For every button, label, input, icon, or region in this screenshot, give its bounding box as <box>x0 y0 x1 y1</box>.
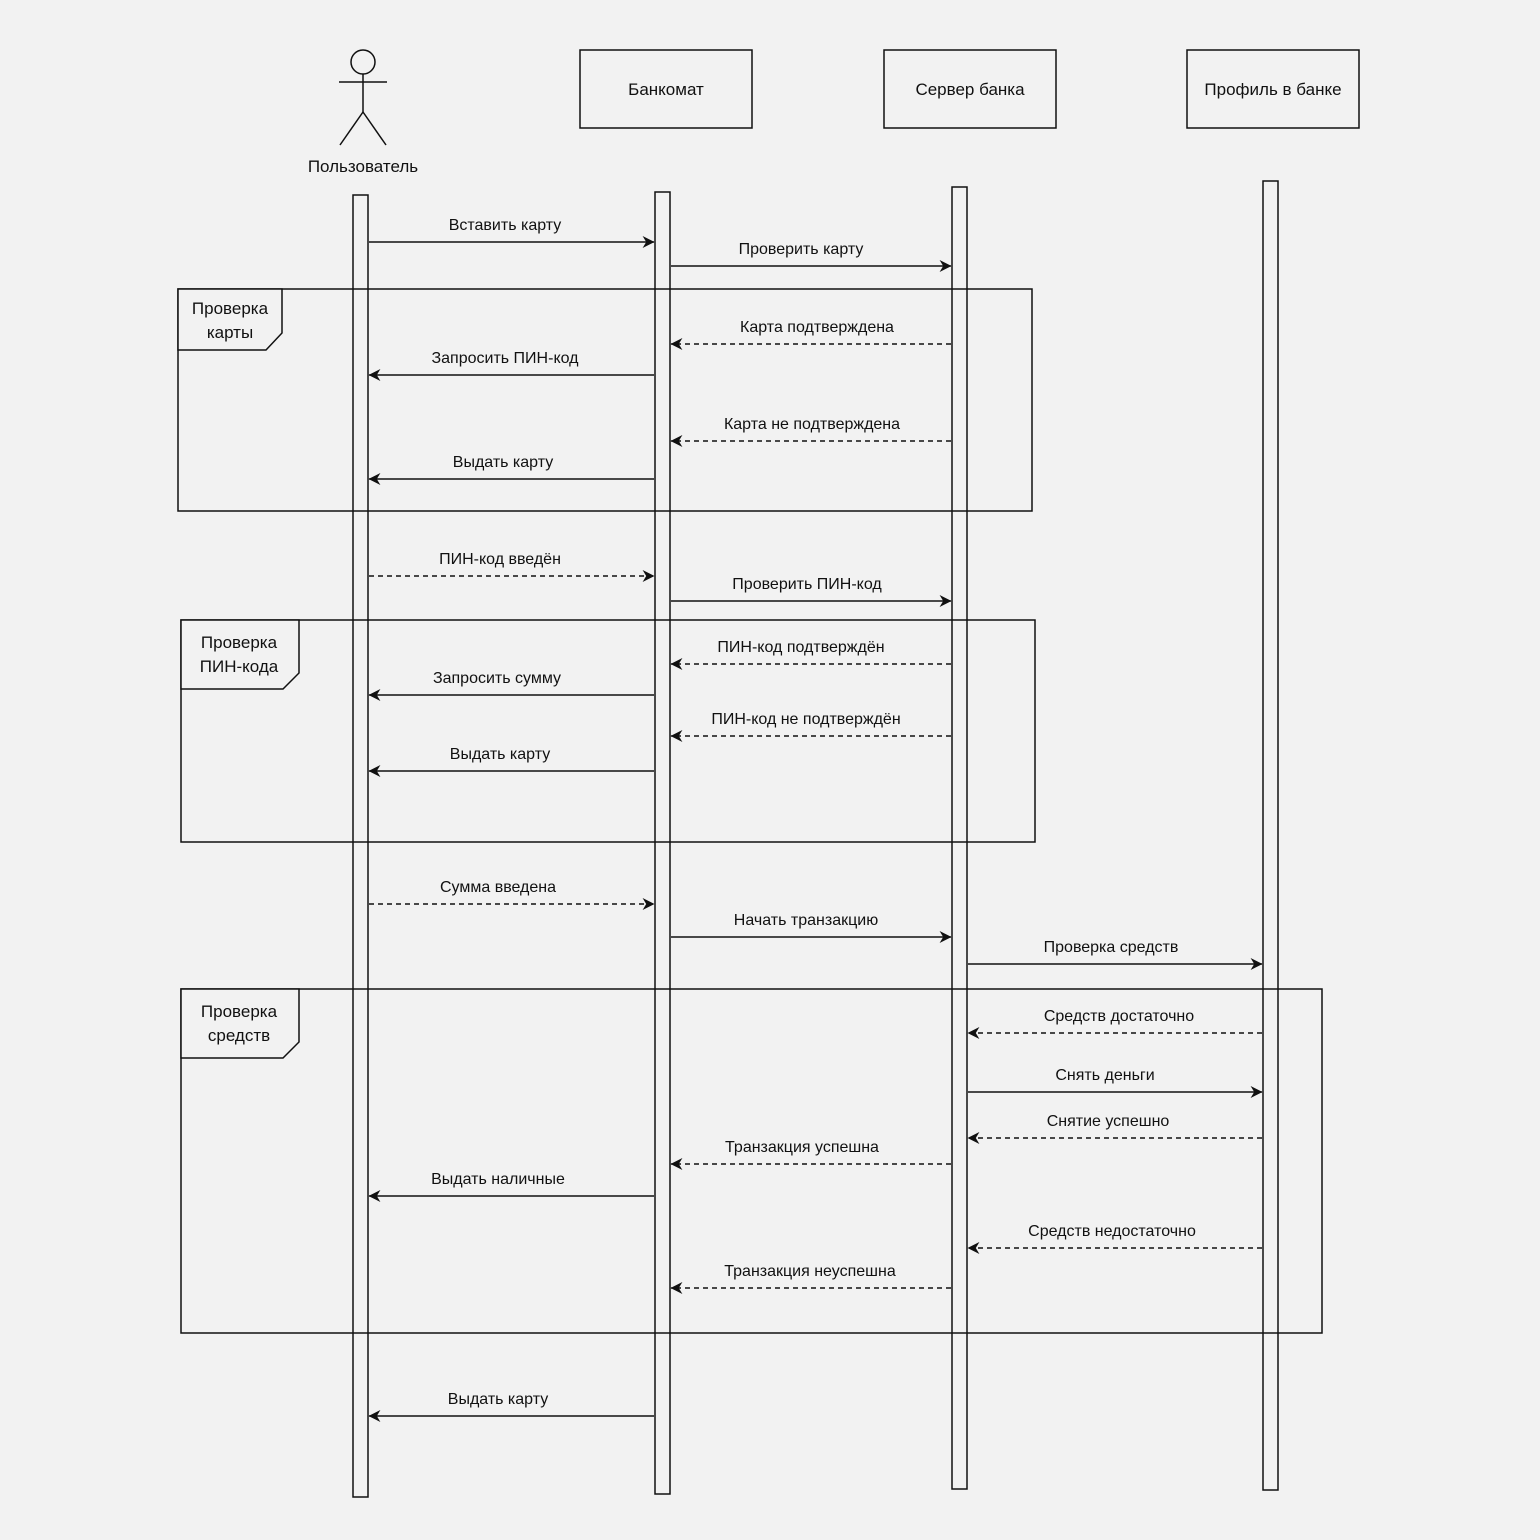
actor-icon <box>339 49 387 146</box>
participant-label: Пользователь <box>308 157 418 176</box>
message: Снятие успешно <box>967 1113 1262 1144</box>
message: ПИН-код введён <box>369 551 655 582</box>
message-label: Снятие успешно <box>1047 1113 1170 1130</box>
message-label: Запросить ПИН-код <box>431 350 579 367</box>
fragment-label-line: Проверка <box>201 633 278 652</box>
fragment-frame <box>180 619 1036 843</box>
message: Выдать наличные <box>368 1171 654 1202</box>
message: Транзакция успешна <box>670 1139 951 1170</box>
message: Средств недостаточно <box>967 1223 1262 1254</box>
fragment-frame <box>180 988 1323 1334</box>
message-label: Проверить карту <box>739 241 864 258</box>
lifeline-profile <box>1262 180 1279 1491</box>
message-label: Карта подтверждена <box>740 319 894 336</box>
message-label: Выдать наличные <box>431 1171 565 1188</box>
fragment-tab <box>177 288 283 351</box>
fragment-tab <box>180 619 300 690</box>
participant-box <box>883 49 1057 129</box>
message: Проверка средств <box>968 939 1263 970</box>
message: Запросить ПИН-код <box>368 350 654 381</box>
message: Выдать карту <box>368 454 654 485</box>
message-label: Выдать карту <box>453 454 553 471</box>
message-label: Начать транзакцию <box>734 912 878 929</box>
message: Проверить карту <box>671 241 952 272</box>
message: ПИН-код подтверждён <box>670 639 951 670</box>
lifeline-user <box>352 194 369 1498</box>
message-label: ПИН-код введён <box>439 551 561 568</box>
fragment-frame <box>177 288 1033 512</box>
participant-label: Сервер банка <box>915 80 1025 99</box>
message: Транзакция неуспешна <box>670 1263 951 1294</box>
message: Выдать карту <box>368 1391 654 1422</box>
fragment-pin-check: Проверка ПИН-кода <box>180 619 1036 843</box>
message-label: Проверка средств <box>1044 939 1179 956</box>
message-label: ПИН-код подтверждён <box>717 639 884 656</box>
fragment-tab <box>180 988 300 1059</box>
message: Снять деньги <box>968 1067 1263 1098</box>
message-label: Транзакция неуспешна <box>724 1263 896 1280</box>
message-label: Сумма введена <box>440 879 556 896</box>
fragment-label-line: Проверка <box>201 1002 278 1021</box>
fragment-label-line: карты <box>207 323 253 342</box>
fragment-label-line: средств <box>208 1026 270 1045</box>
message: Проверить ПИН-код <box>671 576 952 607</box>
participant-box <box>1186 49 1360 129</box>
message: Запросить сумму <box>368 670 654 701</box>
message: ПИН-код не подтверждён <box>670 711 951 742</box>
message-label: Проверить ПИН-код <box>732 576 882 593</box>
message-label: Запросить сумму <box>433 670 561 687</box>
message: Карта не подтверждена <box>670 416 951 447</box>
message-label: Снять деньги <box>1055 1067 1154 1084</box>
message: Сумма введена <box>369 879 655 910</box>
message: Вставить карту <box>369 217 655 248</box>
message-label: Транзакция успешна <box>725 1139 879 1156</box>
message-label: Карта не подтверждена <box>724 416 900 433</box>
participant-label: Банкомат <box>628 80 704 99</box>
lifeline-server <box>951 186 968 1490</box>
message-label: Средств недостаточно <box>1028 1223 1196 1240</box>
message: Карта подтверждена <box>670 319 951 350</box>
participant-server: Сервер банка <box>883 49 1057 129</box>
message-label: Вставить карту <box>449 217 562 234</box>
message: Начать транзакцию <box>671 912 952 943</box>
participant-box <box>579 49 753 129</box>
lifeline-atm <box>654 191 671 1495</box>
fragment-label-line: ПИН-кода <box>200 657 279 676</box>
message-label: ПИН-код не подтверждён <box>711 711 900 728</box>
participant-atm: Банкомат <box>579 49 753 129</box>
message-label: Выдать карту <box>448 1391 548 1408</box>
fragment-funds-check: Проверка средств <box>180 988 1323 1334</box>
participant-user: Пользователь <box>308 49 418 176</box>
message-label: Выдать карту <box>450 746 550 763</box>
participant-label: Профиль в банке <box>1204 80 1341 99</box>
message: Выдать карту <box>368 746 654 777</box>
fragment-label-line: Проверка <box>192 299 269 318</box>
message: Средств достаточно <box>967 1008 1262 1039</box>
participant-profile: Профиль в банке <box>1186 49 1360 129</box>
message-label: Средств достаточно <box>1044 1008 1194 1025</box>
fragment-card-check: Проверка карты <box>177 288 1033 512</box>
